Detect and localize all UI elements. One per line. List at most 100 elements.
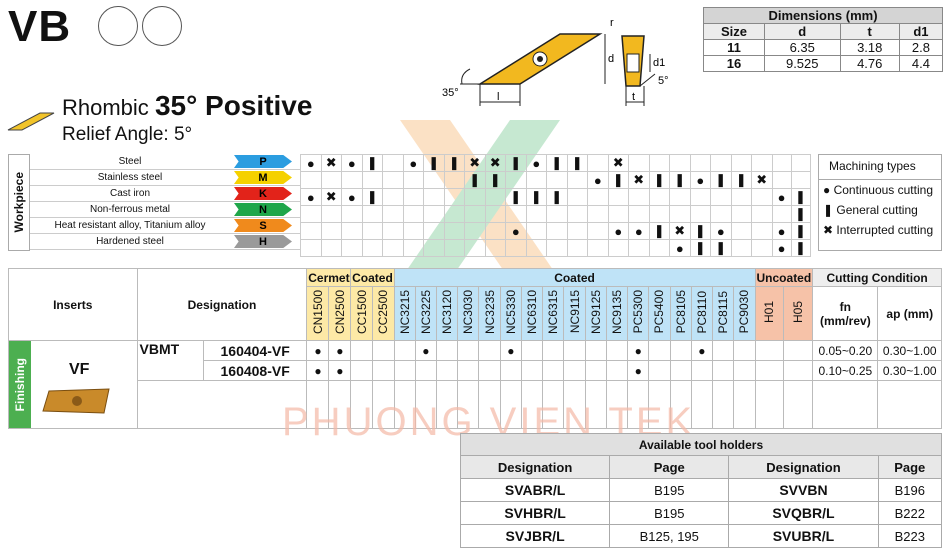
cutting-mark	[689, 188, 711, 206]
cutting-mark	[669, 154, 691, 172]
grade-mark	[669, 360, 692, 381]
grade-mark	[350, 340, 373, 361]
page-title: VB	[8, 2, 72, 51]
cutting-mark: ✖	[628, 171, 650, 189]
grade-mark: ●	[414, 340, 438, 361]
grade-mark	[783, 340, 814, 361]
cutting-mark: ●	[300, 154, 322, 172]
cutting-mark	[402, 171, 424, 189]
cutting-mark	[607, 188, 629, 206]
cutting-mark	[771, 171, 792, 189]
cutting-mark: ●	[587, 171, 609, 189]
grade-mark	[457, 340, 480, 361]
cutting-mark: ✖	[607, 154, 629, 172]
material-name: Stainless steel	[97, 172, 163, 183]
cutting-mark	[402, 188, 424, 206]
grade-mark: ●	[328, 360, 352, 381]
grade-mark	[499, 360, 522, 381]
svg-text:r: r	[610, 17, 614, 29]
cutting-mark	[648, 188, 670, 206]
grade-col: NC3235	[478, 286, 501, 341]
insert-diagram: 35° r d d1 5° l t	[442, 17, 669, 106]
cutting-mark	[423, 171, 445, 189]
cutting-mark	[546, 222, 568, 240]
grade-mark: ●	[627, 340, 650, 361]
cutting-mark	[546, 205, 568, 223]
grade-mark	[669, 340, 692, 361]
cutting-mark: ●	[341, 154, 363, 172]
cutting-mark	[546, 171, 568, 189]
cutting-mark: ●	[505, 222, 527, 240]
cutting-mark	[464, 239, 486, 257]
cutting-mark: ●	[628, 222, 650, 240]
cutting-mark	[648, 205, 670, 223]
grade-mark	[542, 360, 565, 381]
angle-label: 35°	[442, 87, 459, 99]
cutting-mark: ✖	[320, 154, 342, 172]
table-row: ●✖●❚●❚❚✖✖❚●❚❚✖	[300, 154, 811, 172]
grade-mark: ●	[306, 360, 330, 381]
grade-mark	[371, 340, 395, 361]
section-label: Finishing	[9, 341, 31, 428]
iso-code-badge: K	[234, 187, 292, 200]
inserts-header: Inserts	[8, 268, 138, 341]
grade-mark	[393, 340, 416, 361]
grade-col: CN2500	[328, 286, 352, 341]
material-name: Steel	[118, 156, 142, 167]
grade-mark	[350, 360, 373, 381]
grade-col: H01	[754, 286, 785, 341]
cutting-mark	[443, 239, 465, 257]
cutting-mark	[525, 171, 547, 189]
grade-mark	[435, 340, 459, 361]
grade-mark	[563, 340, 586, 361]
cutting-mark: ●	[402, 154, 424, 172]
cutting-mark	[546, 239, 568, 257]
material-row: Stainless steel M	[30, 170, 300, 186]
cutting-mark: ❚	[443, 154, 465, 172]
grade-mark	[414, 360, 438, 381]
cutting-mark: ❚	[790, 222, 811, 240]
iso-code-badge: M	[234, 171, 292, 184]
cutting-mark: ●	[771, 188, 792, 206]
cutting-mark	[730, 154, 752, 172]
cutting-mark: ❚	[361, 154, 383, 172]
grade-col: NC6315	[542, 286, 565, 341]
grade-mark	[520, 360, 544, 381]
cutting-mark: ❚	[669, 171, 691, 189]
vf-insert-icon	[42, 388, 110, 414]
cutting-mark	[710, 205, 732, 223]
grade-mark	[648, 360, 671, 381]
cutting-mark	[566, 171, 588, 189]
cutting-mark: ❚	[730, 171, 752, 189]
cutting-mark	[382, 205, 404, 223]
cutting-mark	[320, 222, 342, 240]
cutting-mark	[382, 154, 404, 172]
iso-code-badge: H	[234, 235, 292, 248]
cutting-mark	[464, 222, 486, 240]
cutting-mark	[382, 239, 404, 257]
cutting-mark	[587, 222, 609, 240]
relief-angle: Relief Angle: 5°	[62, 124, 193, 145]
cutting-mark	[464, 188, 486, 206]
grade-mark	[733, 340, 756, 361]
cutting-mark	[628, 205, 650, 223]
grade-mark	[542, 340, 565, 361]
cutting-mark	[505, 239, 527, 257]
grade-col: PC8115	[712, 286, 735, 341]
grade-mark: ●	[328, 340, 352, 361]
cutting-mark	[320, 205, 342, 223]
circle-icon	[98, 6, 138, 46]
cutting-mark	[566, 239, 588, 257]
cutting-mark	[790, 171, 811, 189]
cutting-mark	[587, 205, 609, 223]
cutting-mark	[423, 222, 445, 240]
grade-mark	[584, 340, 607, 361]
